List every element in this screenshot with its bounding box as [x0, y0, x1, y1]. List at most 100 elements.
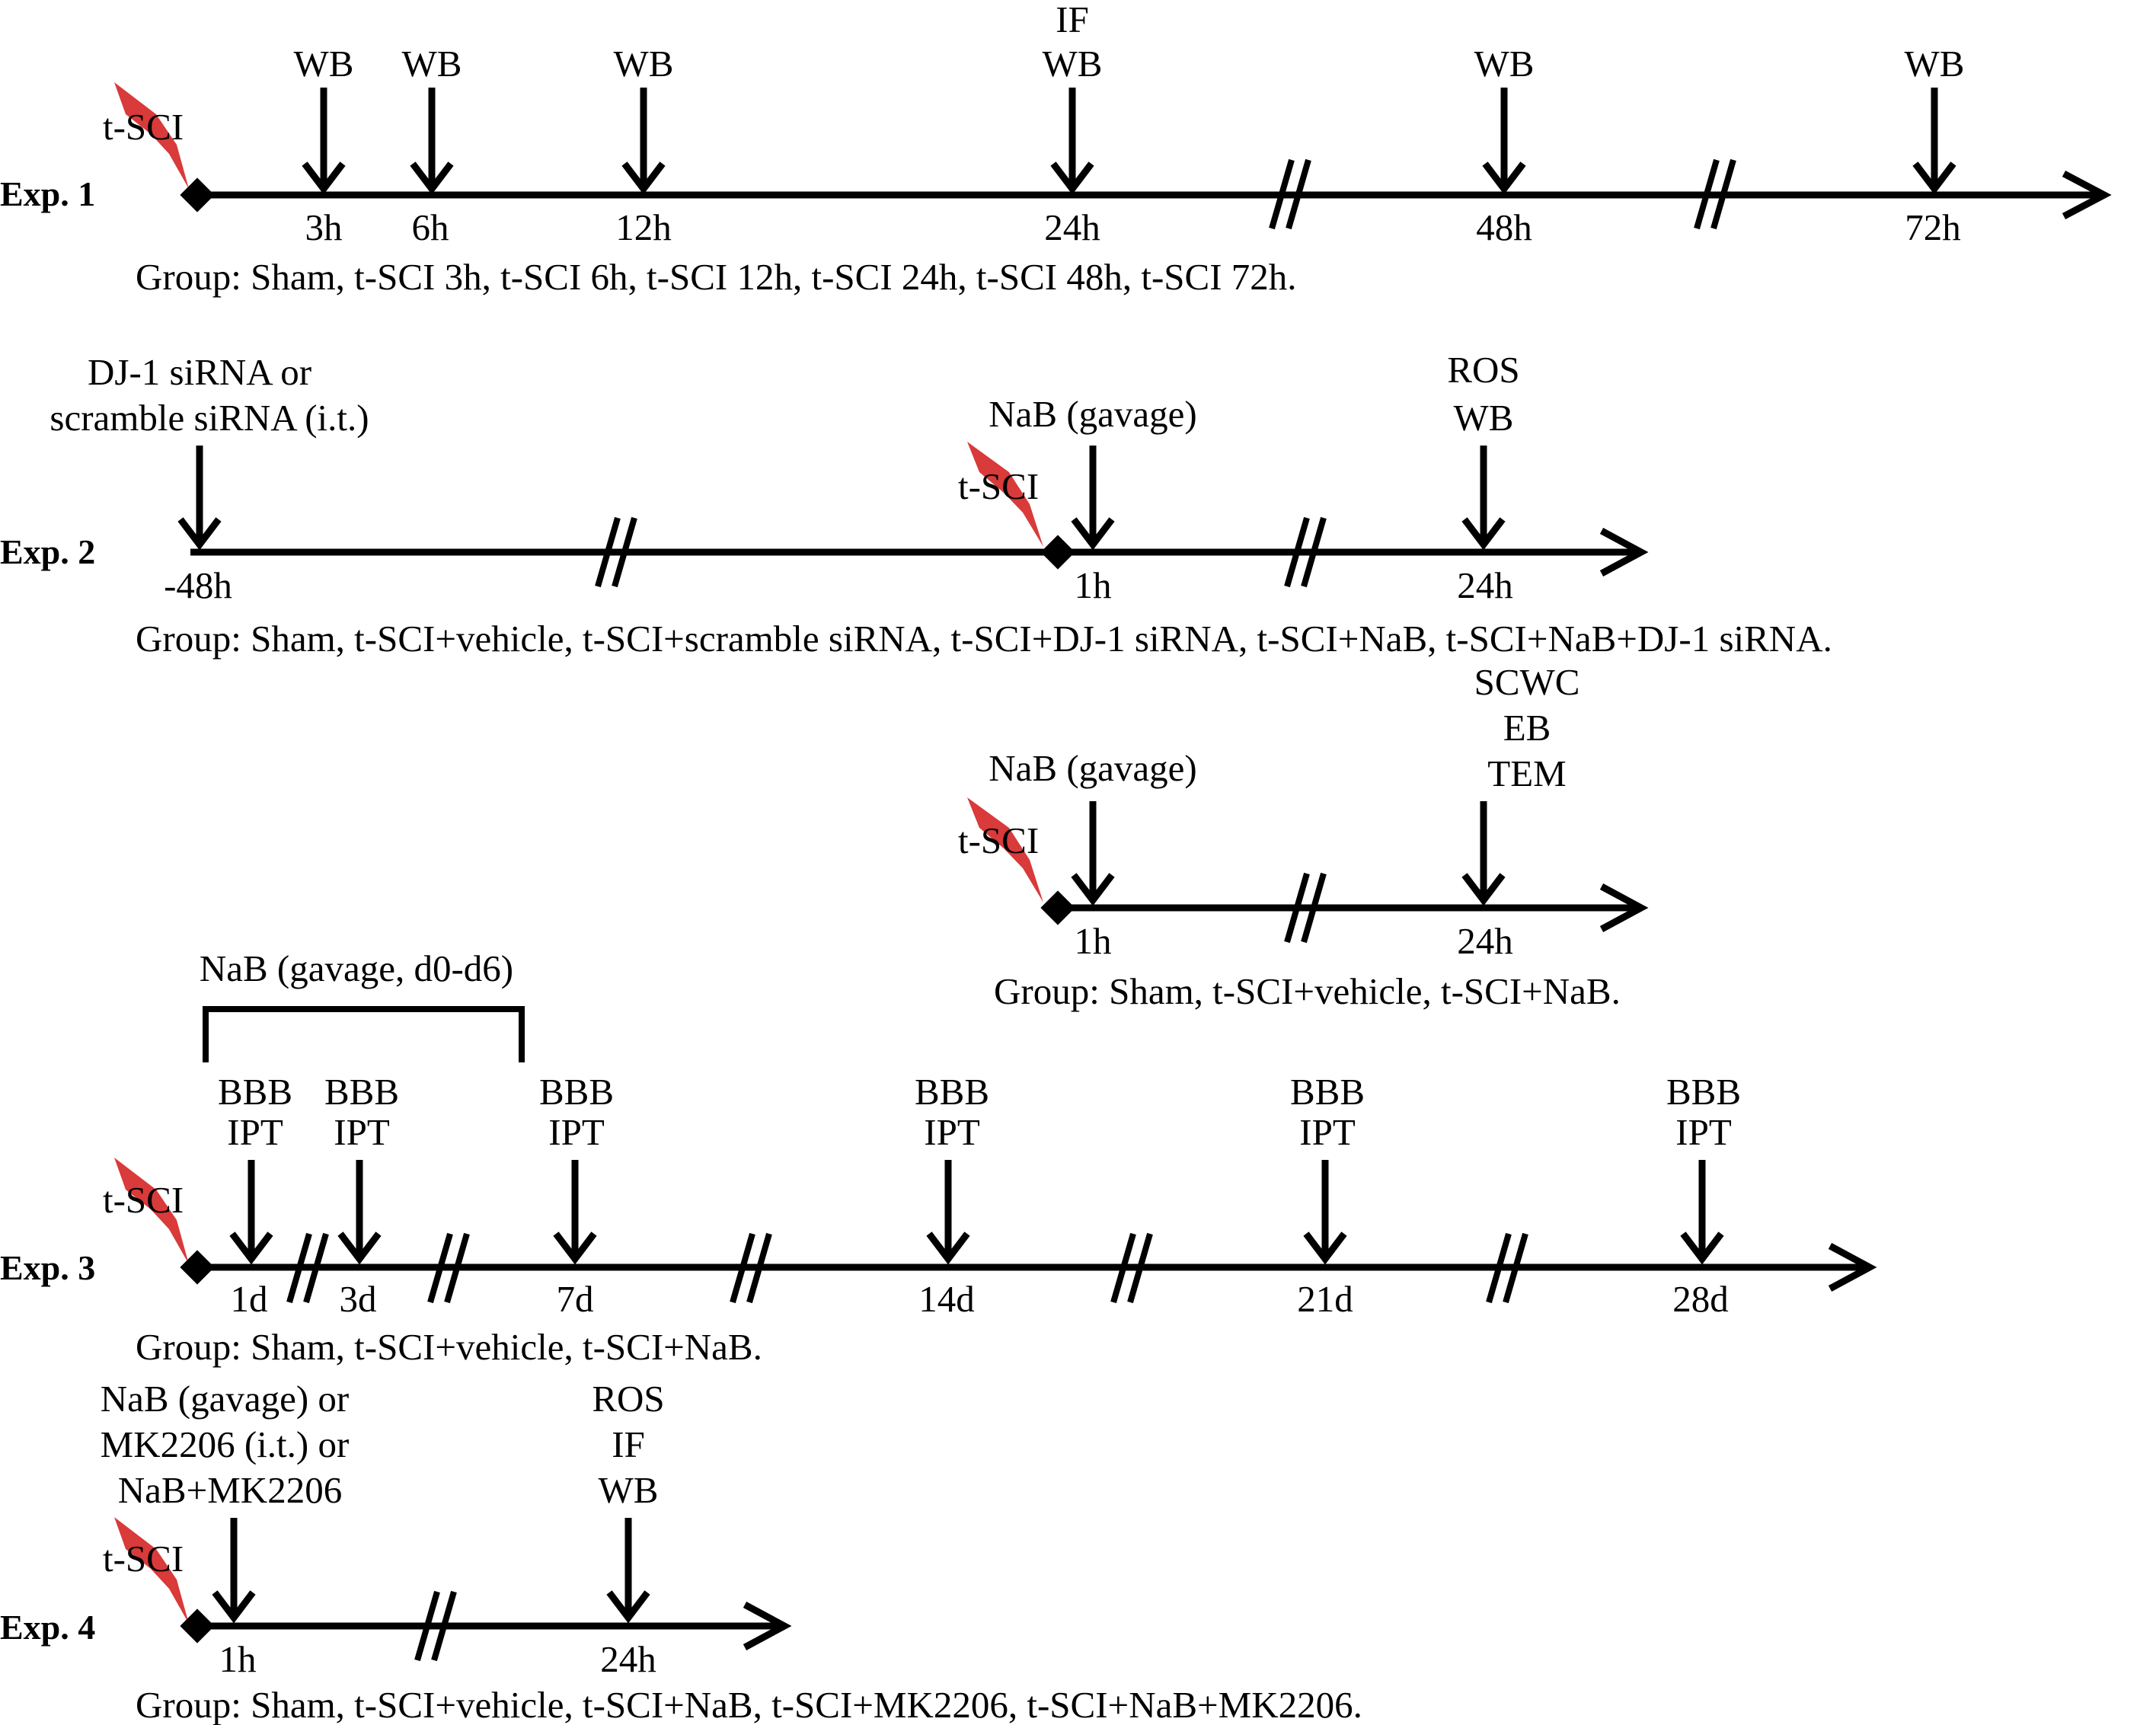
timeline-arrowhead [1599, 883, 1649, 932]
pre-treatment-label: scramble siRNA (i.t.) [50, 397, 369, 439]
timepoint-arrowhead [1461, 873, 1506, 906]
tick-label: 24h [600, 1638, 656, 1680]
injury-bolt-icon [967, 442, 1043, 547]
tick-label: 24h [1457, 564, 1513, 606]
timepoint-arrowhead [1912, 161, 1956, 195]
timeline-arrowhead [1828, 1243, 1877, 1292]
axis-break [414, 1590, 457, 1662]
timepoint-arrowhead [177, 517, 222, 551]
assay-label: WB [614, 43, 674, 85]
injury-bolt-icon [114, 1158, 189, 1264]
assay-label: IPT [1299, 1111, 1356, 1153]
injury-label: t-SCI [103, 1179, 184, 1221]
exp-1-label: Exp. 1 [0, 174, 95, 213]
assay-label: IF [612, 1423, 645, 1465]
axis-break [1284, 516, 1327, 588]
axis-break [1269, 158, 1311, 230]
axis-break [595, 516, 637, 588]
assay-label: WB [1454, 397, 1514, 439]
assay-label: BBB [539, 1071, 614, 1113]
tick-label: 7d [557, 1278, 594, 1320]
axis-break [730, 1232, 772, 1304]
timepoint-arrowhead [1482, 161, 1526, 195]
assay-label: ROS [1447, 349, 1519, 391]
exp-3-label: Exp. 3 [0, 1248, 95, 1287]
group-list: Group: Sham, t-SCI 3h, t-SCI 6h, t-SCI 1… [136, 256, 1297, 298]
timeline-arrowhead [743, 1602, 792, 1650]
group-list: Group: Sham, t-SCI+vehicle, t-SCI+scramb… [136, 618, 1832, 660]
timepoint-arrowhead [606, 1590, 650, 1624]
timepoint-arrowhead [410, 161, 454, 195]
tick-label: 24h [1457, 920, 1513, 962]
injury-bolt-icon [114, 82, 189, 189]
assay-label: TEM [1487, 752, 1566, 794]
timepoint-arrowhead [1461, 517, 1506, 551]
tick-label: 3h [305, 206, 343, 248]
tick-label: -48h [164, 564, 232, 606]
group-list: Group: Sham, t-SCI+vehicle, t-SCI+NaB. [994, 970, 1621, 1012]
tick-label: 12h [615, 206, 672, 248]
treatment-label: NaB (gavage) [989, 747, 1196, 789]
tick-label: 21d [1297, 1278, 1353, 1320]
treatment-label: NaB (gavage) or [101, 1378, 350, 1420]
treatment-label: NaB+MK2206 [118, 1469, 342, 1511]
experiment-2: Exp. 2 DJ-1 siRNA or scramble siRNA (i.t… [0, 349, 1832, 1012]
assay-label: IPT [227, 1111, 283, 1153]
assay-label: IF [1056, 0, 1089, 40]
timepoint-arrowhead [621, 161, 666, 195]
assay-label: IPT [548, 1111, 605, 1153]
tick-label: 1h [1075, 920, 1112, 962]
timepoint-arrowhead [337, 1231, 382, 1265]
tick-label: 72h [1905, 206, 1961, 248]
axis-break [427, 1232, 470, 1304]
tick-label: 24h [1044, 206, 1100, 248]
bracket-label: NaB (gavage, d0-d6) [200, 947, 513, 989]
treatment-label: NaB (gavage) [989, 393, 1196, 435]
injury-label: t-SCI [103, 1538, 184, 1580]
assay-label: WB [1043, 43, 1103, 85]
injury-label: t-SCI [958, 465, 1039, 507]
timepoint-arrowhead [212, 1590, 256, 1624]
timepoint-arrowhead [1303, 1231, 1347, 1265]
timepoint-arrowhead [1680, 1231, 1724, 1265]
assay-label: IPT [1675, 1111, 1732, 1153]
timepoint-arrowhead [1050, 161, 1094, 195]
timepoint-arrowhead [926, 1231, 970, 1265]
axis-break [1694, 158, 1736, 230]
tick-label: 48h [1476, 206, 1532, 248]
experiment-3: NaB (gavage, d0-d6) Exp. 3 t-SCI [0, 947, 1877, 1368]
axis-break [1486, 1232, 1528, 1304]
experiment-4: NaB (gavage) or MK2206 (i.t.) or NaB+MK2… [0, 1378, 1362, 1725]
assay-label: BBB [1666, 1071, 1741, 1113]
injury-label: t-SCI [103, 106, 184, 148]
injury-bolt-icon [967, 797, 1043, 902]
exp-2-label: Exp. 2 [0, 532, 95, 571]
assay-label: ROS [592, 1378, 664, 1420]
injury-diamond [1040, 535, 1075, 570]
injury-label: t-SCI [958, 819, 1039, 861]
assay-label: BBB [218, 1071, 292, 1113]
assay-label: WB [294, 43, 354, 85]
assay-label: SCWC [1474, 661, 1580, 703]
timepoint-arrowhead [1071, 517, 1115, 551]
assay-label: WB [1474, 43, 1535, 85]
tick-label: 28d [1672, 1278, 1729, 1320]
exp-4-label: Exp. 4 [0, 1608, 95, 1647]
timepoint-arrowhead [302, 161, 346, 195]
axis-break [286, 1232, 329, 1304]
assay-label: WB [1905, 43, 1965, 85]
tick-label: 14d [918, 1278, 975, 1320]
group-list: Group: Sham, t-SCI+vehicle, t-SCI+NaB. [136, 1326, 762, 1368]
axis-break [1110, 1232, 1153, 1304]
treatment-label: MK2206 (i.t.) or [101, 1423, 350, 1465]
assay-label: IPT [924, 1111, 980, 1153]
tick-label: 1h [219, 1638, 257, 1680]
group-list: Group: Sham, t-SCI+vehicle, t-SCI+NaB, t… [136, 1684, 1362, 1725]
assay-label: BBB [1290, 1071, 1365, 1113]
assay-label: IPT [334, 1111, 390, 1153]
injury-bolt-icon [114, 1517, 189, 1624]
timepoint-arrowhead [1071, 873, 1115, 906]
assay-label: WB [402, 43, 462, 85]
injury-diamond [1040, 890, 1075, 925]
